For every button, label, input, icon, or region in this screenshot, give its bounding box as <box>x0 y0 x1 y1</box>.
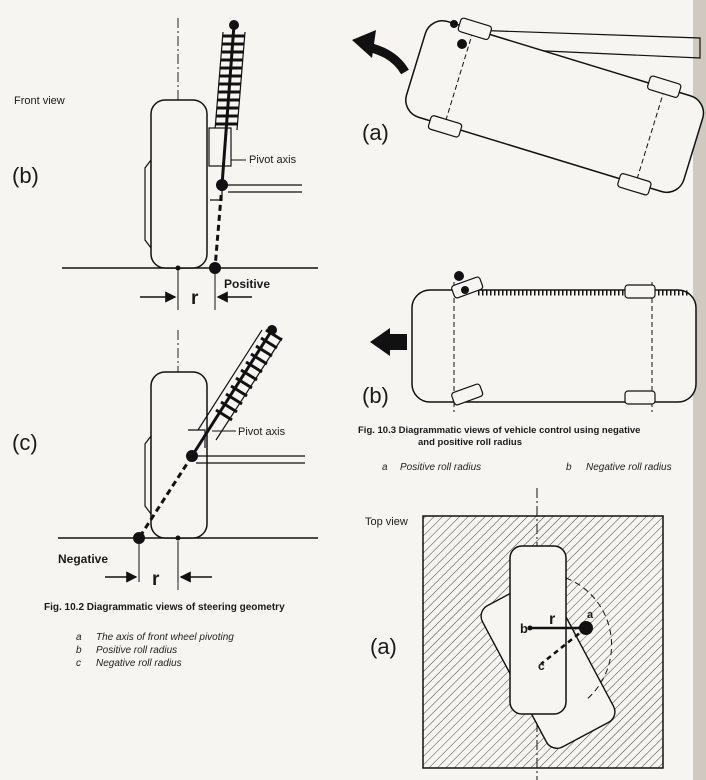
control-arm <box>192 455 305 464</box>
rear-wheel <box>624 390 656 405</box>
ground-pivot-point <box>209 262 221 274</box>
point-b-label: b <box>520 621 528 636</box>
pivot-point <box>461 286 469 294</box>
front-wheel <box>451 383 484 406</box>
top-view-letter: (a) <box>370 634 397 659</box>
r-label: r <box>152 569 160 590</box>
panel-b-letter: (b) <box>12 163 39 188</box>
ground-pivot-point <box>133 532 145 544</box>
fig-10-2-legend: a The axis of front wheel pivoting b Pos… <box>76 632 234 669</box>
car-panel-a: (a) <box>352 17 705 196</box>
wheel-hub <box>144 434 152 516</box>
legend-text: Positive roll radius <box>400 462 481 473</box>
pivot-axis-line <box>137 455 194 539</box>
top-view-panel: Top view (a) r a b c <box>365 488 664 780</box>
legend-key: a <box>382 462 388 473</box>
displaced-r-line <box>540 627 587 665</box>
rear-wheel <box>624 284 656 299</box>
contact-point <box>450 20 458 28</box>
pivot-point <box>457 39 467 49</box>
fig-10-2-caption: Fig. 10.2 Diagrammatic views of steering… <box>44 602 285 613</box>
r-label: r <box>549 611 555 628</box>
push-arrow-body <box>387 334 407 350</box>
contact-point <box>527 625 533 631</box>
control-arm <box>222 184 302 193</box>
r-label: r <box>191 288 199 309</box>
legend-key: c <box>76 658 81 669</box>
fig-10-3-legend: a Positive roll radius b Negative roll r… <box>382 462 672 473</box>
pivot-axis-line <box>213 184 224 269</box>
contact-point <box>454 271 464 281</box>
negative-label: Negative <box>58 552 108 566</box>
page-edge <box>693 0 706 780</box>
legend-text: Negative roll radius <box>586 462 672 473</box>
tyre-contact-point <box>175 535 181 541</box>
tyre-contact-point <box>175 265 181 271</box>
car-body <box>411 289 697 403</box>
wheel-tyre <box>150 99 208 269</box>
front-view-label: Front view <box>14 95 65 107</box>
spring-strut <box>208 20 246 186</box>
legend-key: b <box>76 645 82 656</box>
straight-tyre <box>509 545 567 715</box>
panel-c-letter: (c) <box>12 430 38 455</box>
legend-key: b <box>566 462 572 473</box>
panel-b-positive: (b) Pivot axis Positive r <box>12 18 318 310</box>
legend-key: a <box>76 632 82 643</box>
point-c-label: c <box>538 659 545 673</box>
turn-arrow-head <box>352 30 376 58</box>
legend-text: Negative roll radius <box>96 658 182 669</box>
wheel-tyre <box>150 371 208 539</box>
wheel-hub <box>144 158 152 250</box>
rotation-arc <box>565 577 613 701</box>
top-view-label: Top view <box>365 516 408 528</box>
pivot-axis-label: Pivot axis <box>249 154 297 166</box>
legend-text: The axis of front wheel pivoting <box>96 632 234 643</box>
positive-label: Positive <box>224 277 270 291</box>
fig-10-3-caption-line2: and positive roll radius <box>418 437 522 448</box>
car-panel-b: (b) <box>362 271 697 412</box>
legend-text: Positive roll radius <box>96 645 177 656</box>
car-body <box>405 17 705 196</box>
push-arrow-head <box>370 328 390 356</box>
pivot-axis-label: Pivot axis <box>238 426 286 438</box>
car-b-letter: (b) <box>362 383 389 408</box>
spring-strut <box>188 325 283 457</box>
panel-c-negative: (c) Pivot axis Negative r <box>12 325 318 590</box>
fig-10-3-caption: Fig. 10.3 Diagrammatic views of vehicle … <box>358 425 640 436</box>
point-a-label: a <box>587 609 594 621</box>
pivot-point <box>579 621 593 635</box>
car-a-letter: (a) <box>362 120 389 145</box>
